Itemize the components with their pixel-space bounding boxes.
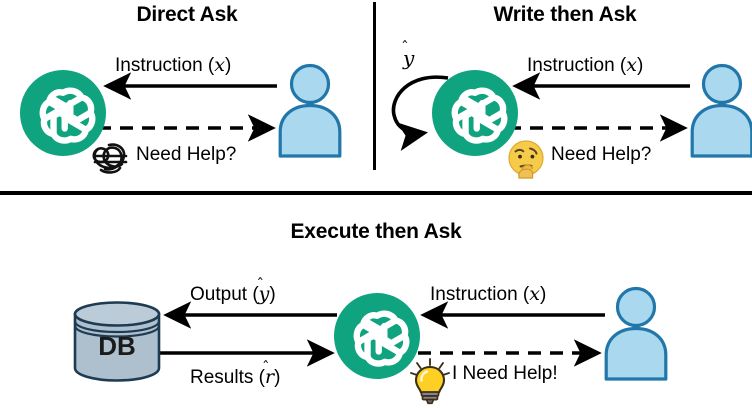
label-instruction-suffix: ) xyxy=(539,284,547,305)
label-results-base: r xyxy=(264,366,275,388)
lightbulb-icon xyxy=(408,357,452,405)
label-results-suffix: ) xyxy=(274,367,281,388)
yhat-base: y xyxy=(403,46,415,70)
openai-logo-direct xyxy=(20,70,106,156)
database-label: DB xyxy=(98,330,136,361)
label-output: Output (̂y) xyxy=(190,284,276,305)
label-instruction-write: Instruction (x) xyxy=(527,54,644,76)
label-results-prefix: Results ( xyxy=(190,367,265,388)
label-instruction-prefix: Instruction ( xyxy=(527,55,627,76)
openai-knot-icon xyxy=(39,87,96,144)
label-instruction-prefix: Instruction ( xyxy=(115,55,215,76)
person-icon-execute xyxy=(604,285,668,381)
database-icon xyxy=(73,301,161,382)
lightbulb-glyph xyxy=(410,358,450,405)
label-output-variable: ̂y xyxy=(259,285,270,304)
label-i-need-help: I Need Help! xyxy=(452,363,558,384)
label-yhat-self-loop: ̂y xyxy=(403,48,414,69)
label-need-help-write: Need Help? xyxy=(551,144,652,165)
panel-title-write-then-ask: Write then Ask xyxy=(493,3,637,26)
user-avatar-icon xyxy=(690,63,752,158)
openai-logo-write xyxy=(432,70,518,156)
label-instruction-variable: x xyxy=(529,283,540,305)
person-icon-direct xyxy=(278,62,342,158)
label-instruction-suffix: ) xyxy=(636,55,644,76)
tangle-icon xyxy=(89,140,131,178)
label-output-base: y xyxy=(258,283,270,305)
panel-divider-horizontal xyxy=(0,191,752,195)
label-instruction-variable: x xyxy=(626,54,637,76)
panel-divider-vertical xyxy=(373,2,376,170)
person-icon-write xyxy=(690,62,752,158)
database-cylinder: DB xyxy=(72,300,162,382)
label-results-variable: ̂r xyxy=(265,368,274,387)
thinking-face-icon xyxy=(506,139,546,179)
user-avatar-icon xyxy=(604,286,668,381)
label-output-suffix: ) xyxy=(269,284,276,305)
label-instruction-suffix: ) xyxy=(224,55,232,76)
openai-knot-icon xyxy=(353,310,410,367)
label-results: Results (̂r) xyxy=(190,367,281,388)
tangle-scribble-glyph xyxy=(92,143,128,174)
panel-title-execute-then-ask: Execute then Ask xyxy=(290,220,462,243)
thinking-face-glyph xyxy=(508,140,544,179)
openai-logo-execute xyxy=(334,293,420,379)
user-avatar-icon xyxy=(278,63,342,158)
label-need-help-direct: Need Help? xyxy=(136,144,237,165)
label-output-prefix: Output ( xyxy=(190,284,259,305)
panel-title-direct-ask: Direct Ask xyxy=(136,3,238,26)
openai-knot-icon xyxy=(451,87,508,144)
label-instruction-variable: x xyxy=(214,54,225,76)
yhat-glyph: ̂y xyxy=(403,48,414,68)
label-instruction-execute: Instruction (x) xyxy=(430,283,547,305)
label-instruction-direct: Instruction (x) xyxy=(115,54,232,76)
label-instruction-prefix: Instruction ( xyxy=(430,284,530,305)
